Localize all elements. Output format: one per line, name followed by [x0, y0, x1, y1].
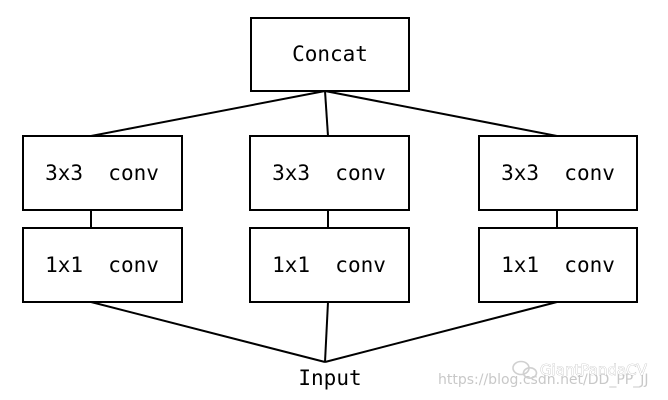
branch-3-conv1x1-label: 1x1 conv [501, 253, 615, 277]
edge-concat-to-branch-1 [90, 90, 326, 137]
branch-1-conv3x3-box [22, 135, 183, 211]
wechat-logo-icon [512, 360, 538, 379]
edge-branch-3-to-input [324, 301, 558, 363]
edge-branch-2-to-input [324, 301, 329, 363]
edge-branch-1-to-input [90, 301, 326, 363]
edge-concat-to-branch-3 [324, 90, 558, 137]
concat-label: Concat [292, 42, 368, 66]
branch-3: 3x3 conv 1x1 conv [478, 135, 638, 303]
branch-2-conv1x1-label: 1x1 conv [272, 253, 386, 277]
concat-box [250, 17, 410, 92]
branch-2-conv1x1-box [249, 227, 410, 303]
branch-3-conv3x3-box [478, 135, 638, 211]
edge-concat-to-branch-2 [324, 90, 329, 137]
branch-3-conv1x1-box [478, 227, 638, 303]
input-label: Input [298, 366, 361, 390]
branch-2: 3x3 conv 1x1 conv [249, 135, 410, 303]
watermark-brand: GiantPandaCV [540, 361, 648, 379]
concat-node: Concat [250, 17, 410, 92]
watermark: https://blog.csdn.net/DD_PP_JJ GiantPand… [438, 360, 648, 388]
branch-1: 3x3 conv 1x1 conv [22, 135, 183, 303]
branch-3-conv3x3-label: 3x3 conv [501, 161, 615, 185]
watermark-url: https://blog.csdn.net/DD_PP_JJ [438, 372, 648, 388]
branch-2-conv3x3-box [249, 135, 410, 211]
branch-1-conv3x3-label: 3x3 conv [45, 161, 159, 185]
branch-2-conv3x3-label: 3x3 conv [272, 161, 386, 185]
branch-1-conv1x1-label: 1x1 conv [45, 253, 159, 277]
branch-1-conv1x1-box [22, 227, 183, 303]
